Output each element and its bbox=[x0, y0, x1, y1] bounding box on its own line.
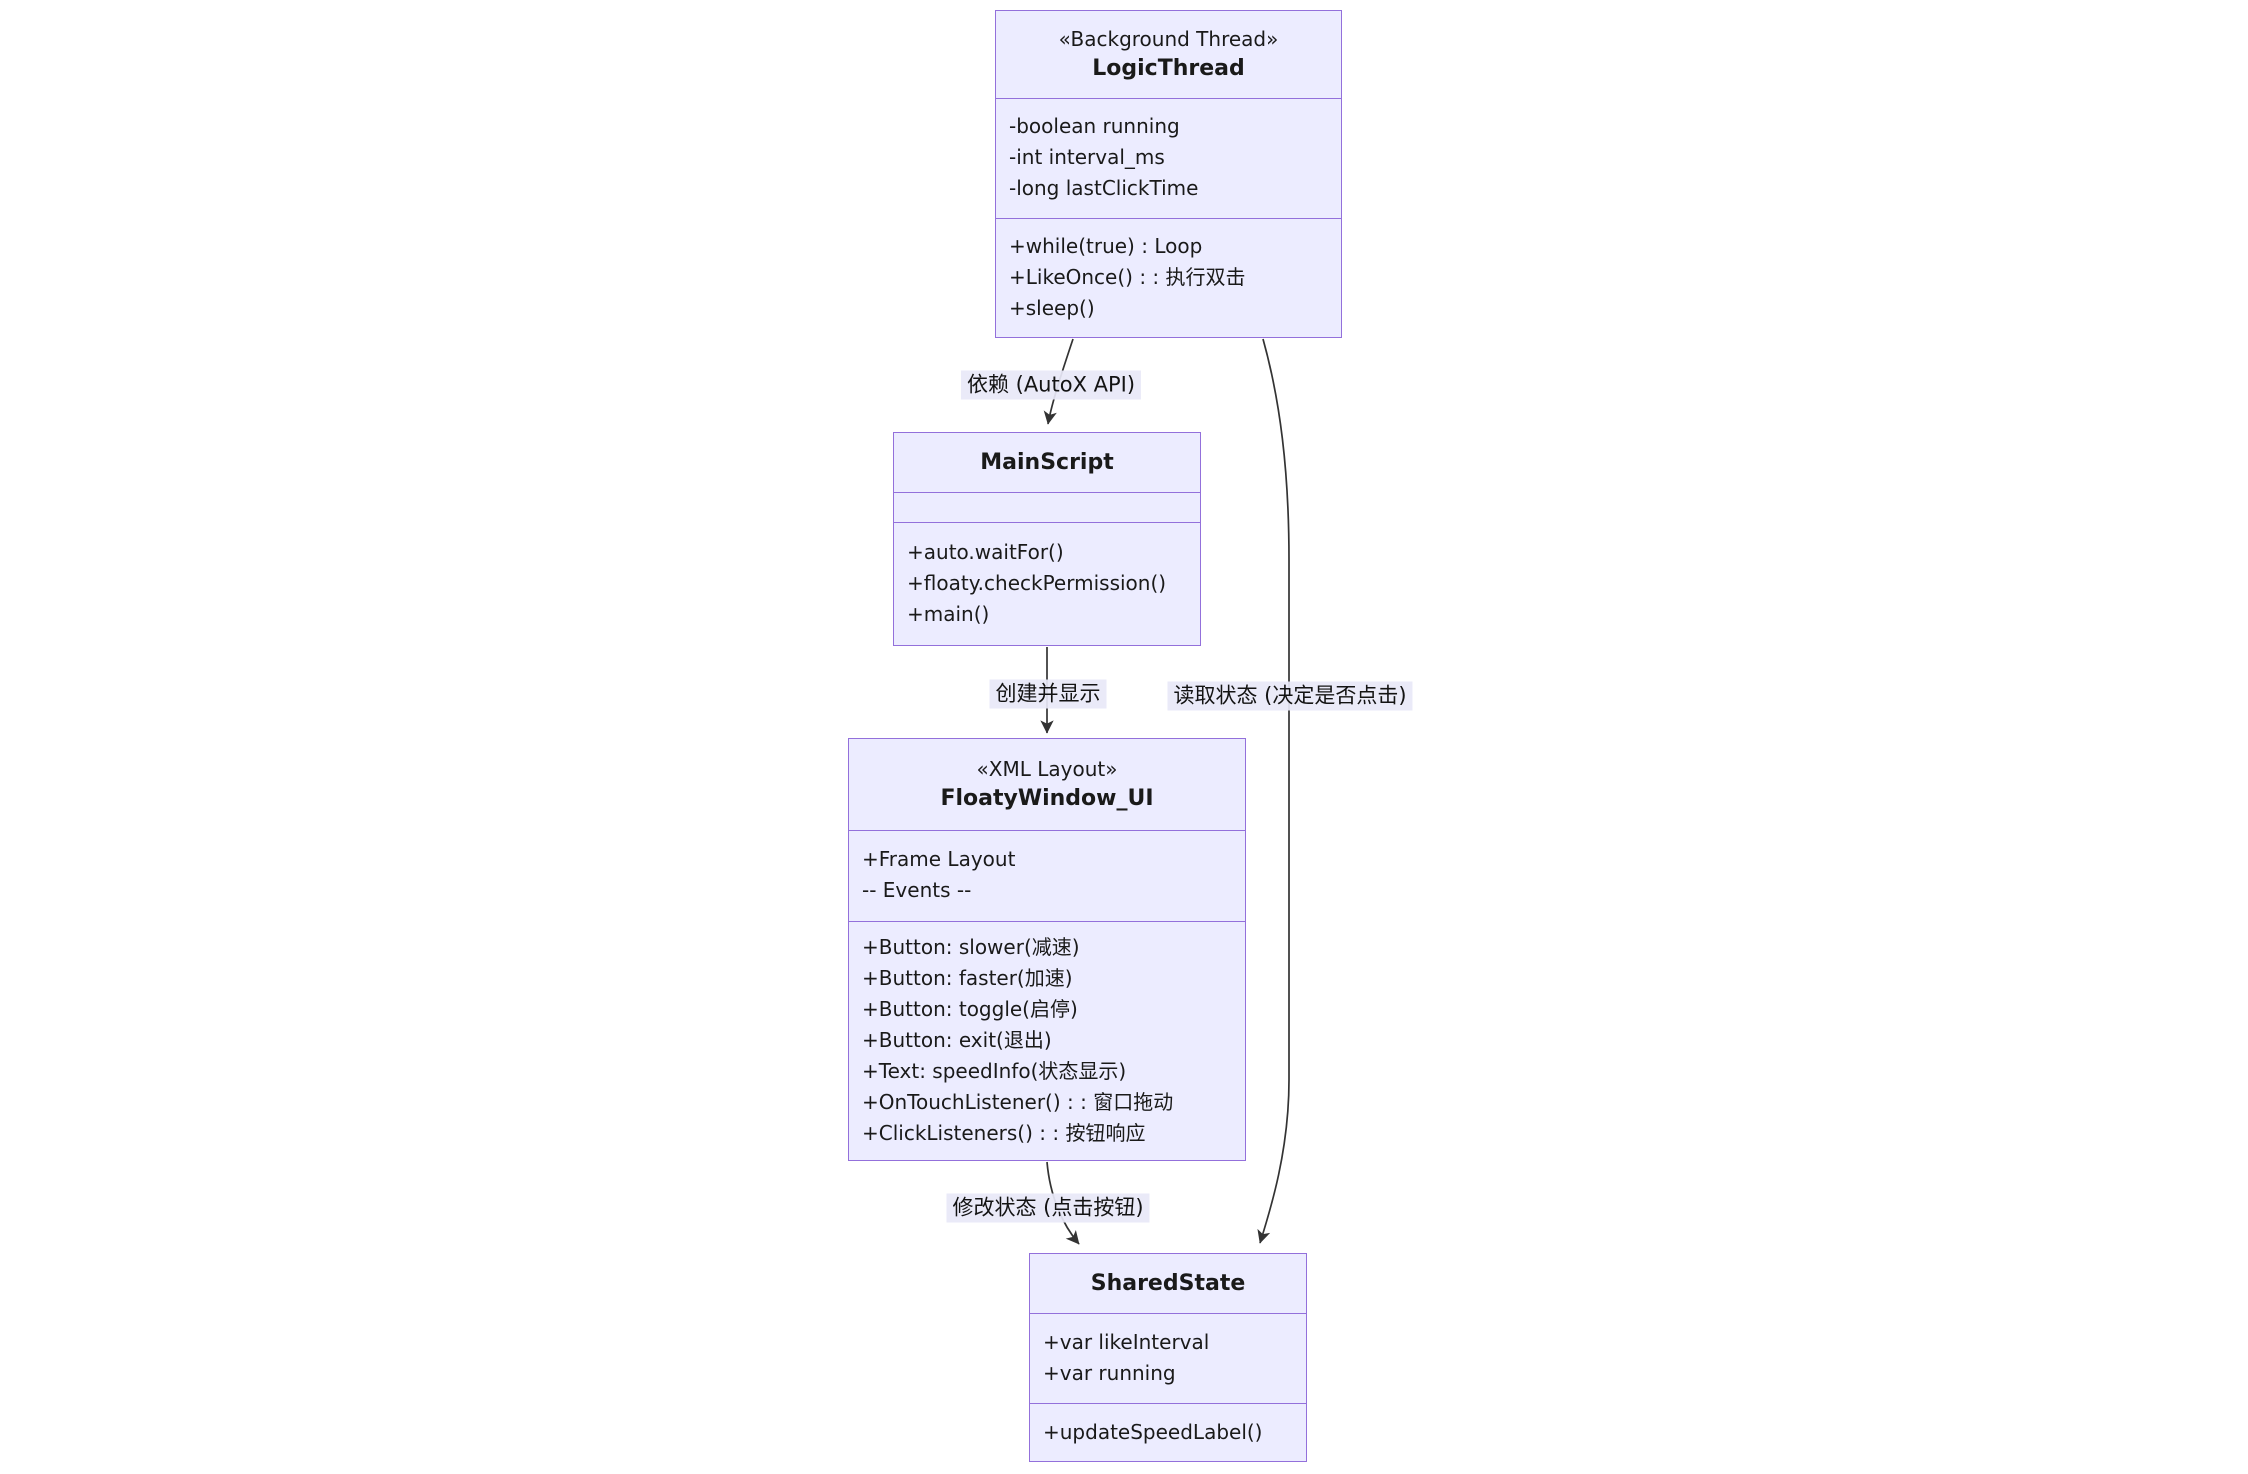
class-header: SharedState bbox=[1030, 1254, 1306, 1314]
class-method: +main() bbox=[907, 602, 990, 626]
edge-label-create-display: 创建并显示 bbox=[989, 679, 1107, 709]
class-box-floatywindow-ui: «XML Layout» FloatyWindow_UI +Frame Layo… bbox=[848, 738, 1246, 1161]
class-header: «Background Thread» LogicThread bbox=[996, 11, 1341, 99]
class-name: FloatyWindow_UI bbox=[940, 786, 1154, 811]
class-attributes-section: +var likeInterval +var running bbox=[1030, 1314, 1306, 1404]
class-method: +Button: slower(减速) bbox=[862, 935, 1080, 959]
class-attribute: +Frame Layout bbox=[862, 847, 1016, 871]
class-methods-section: +while(true) : Loop +LikeOnce() : : 执行双击… bbox=[996, 219, 1341, 337]
class-methods-section: +updateSpeedLabel() bbox=[1030, 1404, 1306, 1461]
edge-label-read-state: 读取状态 (决定是否点击) bbox=[1167, 681, 1413, 711]
class-method: +while(true) : Loop bbox=[1009, 234, 1203, 258]
class-methods-section: +auto.waitFor() +floaty.checkPermission(… bbox=[894, 523, 1200, 645]
edge-logicthread-to-sharedstate bbox=[1257, 338, 1290, 1244]
class-method: +sleep() bbox=[1009, 296, 1095, 320]
class-name: MainScript bbox=[980, 449, 1114, 475]
class-attribute: +var running bbox=[1043, 1361, 1176, 1385]
class-header: MainScript bbox=[894, 433, 1200, 493]
class-method: +floaty.checkPermission() bbox=[907, 571, 1167, 595]
class-stereotype: «XML Layout» bbox=[976, 757, 1118, 781]
edge-label-modify-state: 修改状态 (点击按钮) bbox=[946, 1193, 1150, 1223]
class-method: +Button: faster(加速) bbox=[862, 966, 1073, 990]
edge-label-dependency: 依赖 (AutoX API) bbox=[960, 370, 1142, 400]
class-method: +Text: speedInfo(状态显示) bbox=[862, 1059, 1127, 1083]
class-method: +updateSpeedLabel() bbox=[1043, 1420, 1263, 1444]
class-attributes-section-empty bbox=[894, 493, 1200, 523]
class-method: +auto.waitFor() bbox=[907, 540, 1064, 564]
class-stereotype: «Background Thread» bbox=[1058, 27, 1279, 51]
class-method: +OnTouchListener() : : 窗口拖动 bbox=[862, 1090, 1174, 1114]
class-box-sharedstate: SharedState +var likeInterval +var runni… bbox=[1029, 1253, 1307, 1462]
class-methods-section: +Button: slower(减速) +Button: faster(加速) … bbox=[849, 922, 1245, 1160]
class-attribute: -- Events -- bbox=[862, 878, 972, 902]
class-header: «XML Layout» FloatyWindow_UI bbox=[849, 739, 1245, 831]
class-attribute: -boolean running bbox=[1009, 114, 1180, 138]
class-method: +LikeOnce() : : 执行双击 bbox=[1009, 265, 1246, 289]
class-attribute: -int interval_ms bbox=[1009, 145, 1165, 169]
class-attribute: -long lastClickTime bbox=[1009, 176, 1199, 200]
class-attributes-section: -boolean running -int interval_ms -long … bbox=[996, 99, 1341, 219]
class-method: +Button: exit(退出) bbox=[862, 1028, 1052, 1052]
class-method: +Button: toggle(启停) bbox=[862, 997, 1078, 1021]
class-name: LogicThread bbox=[1092, 56, 1245, 81]
class-box-logicthread: «Background Thread» LogicThread -boolean… bbox=[995, 10, 1342, 338]
class-box-mainscript: MainScript +auto.waitFor() +floaty.check… bbox=[893, 432, 1201, 646]
class-attribute: +var likeInterval bbox=[1043, 1330, 1210, 1354]
class-method: +ClickListeners() : : 按钮响应 bbox=[862, 1121, 1146, 1145]
class-name: SharedState bbox=[1090, 1270, 1246, 1296]
class-attributes-section: +Frame Layout -- Events -- bbox=[849, 831, 1245, 922]
